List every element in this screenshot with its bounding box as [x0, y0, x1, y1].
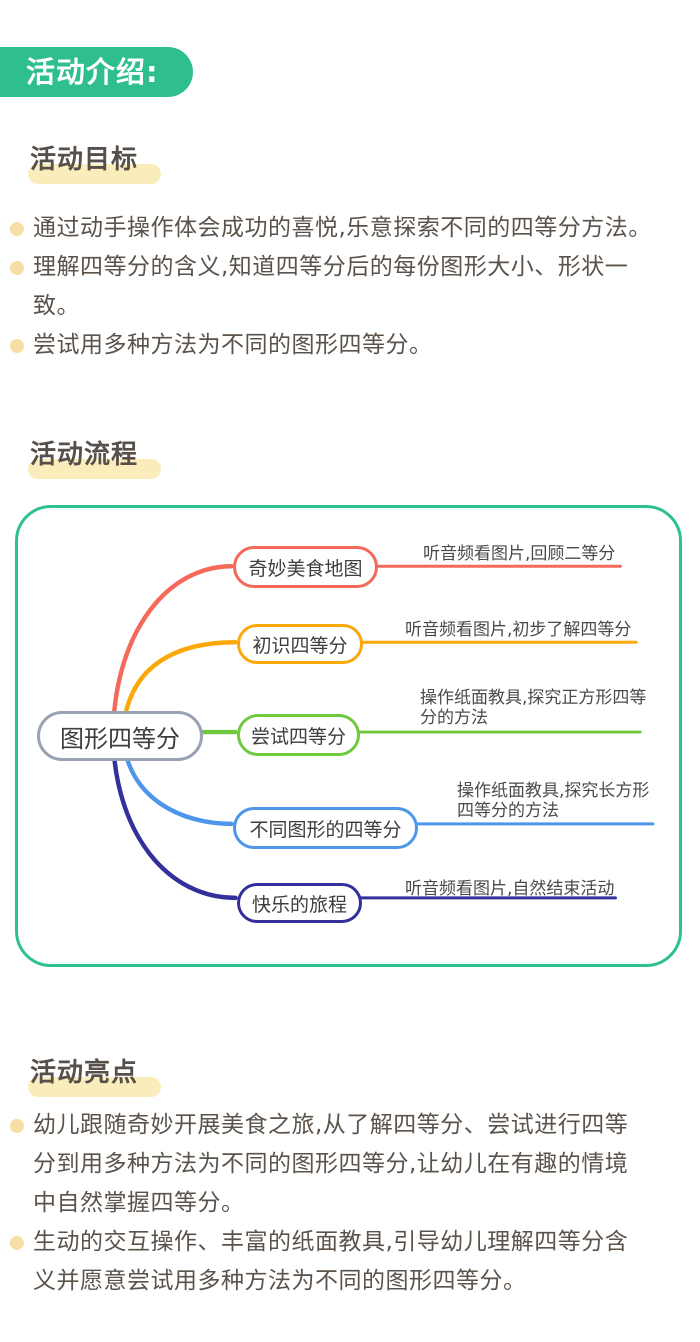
- goals-heading-highlight: [28, 164, 161, 184]
- list-item: 理解四等分的含义,知道四等分后的每份图形大小、形状一 致。: [10, 248, 698, 326]
- list-item: 尝试用多种方法为不同的图形四等分。: [10, 326, 698, 365]
- highlights-list: 幼儿跟随奇妙开展美食之旅,从了解四等分、尝试进行四等 分到用多种方法为不同的图形…: [10, 1106, 698, 1301]
- process-heading-highlight: [28, 459, 161, 479]
- mindmap-panel: 图形四等分 奇妙美食地图 初识四等分 尝试四等分 不同图形的四等分 快乐的旅程 …: [15, 505, 682, 967]
- list-item: 幼儿跟随奇妙开展美食之旅,从了解四等分、尝试进行四等 分到用多种方法为不同的图形…: [10, 1106, 698, 1223]
- mindmap-leaf-note: 听音频看图片,回顾二等分: [423, 544, 616, 564]
- list-item: 通过动手操作体会成功的喜悦,乐意探索不同的四等分方法。: [10, 209, 698, 248]
- highlights-heading-highlight: [28, 1077, 161, 1097]
- mindmap-leaf-note: 听音频看图片,自然结束活动: [405, 879, 615, 899]
- branch-curve: [110, 564, 234, 733]
- mindmap-leaf-note: 听音频看图片,初步了解四等分: [405, 620, 632, 640]
- bullet-dot-icon: [10, 1236, 24, 1250]
- highlights-heading: 活动亮点: [30, 1058, 139, 1088]
- mindmap-connectors: [110, 564, 655, 901]
- goal-text: 通过动手操作体会成功的喜悦,乐意探索不同的四等分方法。: [33, 215, 652, 241]
- process-heading: 活动流程: [30, 440, 139, 470]
- highlight-text: 幼儿跟随奇妙开展美食之旅,从了解四等分、尝试进行四等 分到用多种方法为不同的图形…: [33, 1112, 629, 1216]
- list-item: 生动的交互操作、丰富的纸面教具,引导幼儿理解四等分含 义并愿意尝试用多种方法为不…: [10, 1223, 698, 1301]
- highlight-text: 生动的交互操作、丰富的纸面教具,引导幼儿理解四等分含 义并愿意尝试用多种方法为不…: [33, 1229, 629, 1294]
- mindmap-leaf-note: 操作纸面教具,探究正方形四等 分的方法: [420, 688, 647, 728]
- bullet-dot-icon: [10, 339, 24, 353]
- goals-list: 通过动手操作体会成功的喜悦,乐意探索不同的四等分方法。 理解四等分的含义,知道四…: [10, 209, 698, 365]
- goal-text: 尝试用多种方法为不同的图形四等分。: [33, 332, 433, 358]
- mindmap-root-node: 图形四等分: [37, 711, 203, 761]
- mindmap-branch-node: 不同图形的四等分: [233, 807, 418, 849]
- bullet-dot-icon: [10, 261, 24, 275]
- mindmap-branch-node: 初识四等分: [237, 624, 363, 664]
- goals-heading: 活动目标: [30, 145, 139, 175]
- bullet-dot-icon: [10, 1119, 24, 1133]
- mindmap-branch-node: 快乐的旅程: [237, 883, 362, 923]
- branch-curve: [110, 737, 238, 901]
- goal-text: 理解四等分的含义,知道四等分后的每份图形大小、形状一 致。: [33, 254, 629, 319]
- page-title-badge: 活动介绍:: [0, 47, 193, 97]
- mindmap-branch-node: 奇妙美食地图: [233, 546, 378, 588]
- bullet-dot-icon: [10, 222, 24, 236]
- mindmap-leaf-note: 操作纸面教具,探究长方形 四等分的方法: [457, 781, 650, 821]
- branch-curve: [120, 640, 238, 735]
- mindmap-branch-node: 尝试四等分: [237, 714, 360, 756]
